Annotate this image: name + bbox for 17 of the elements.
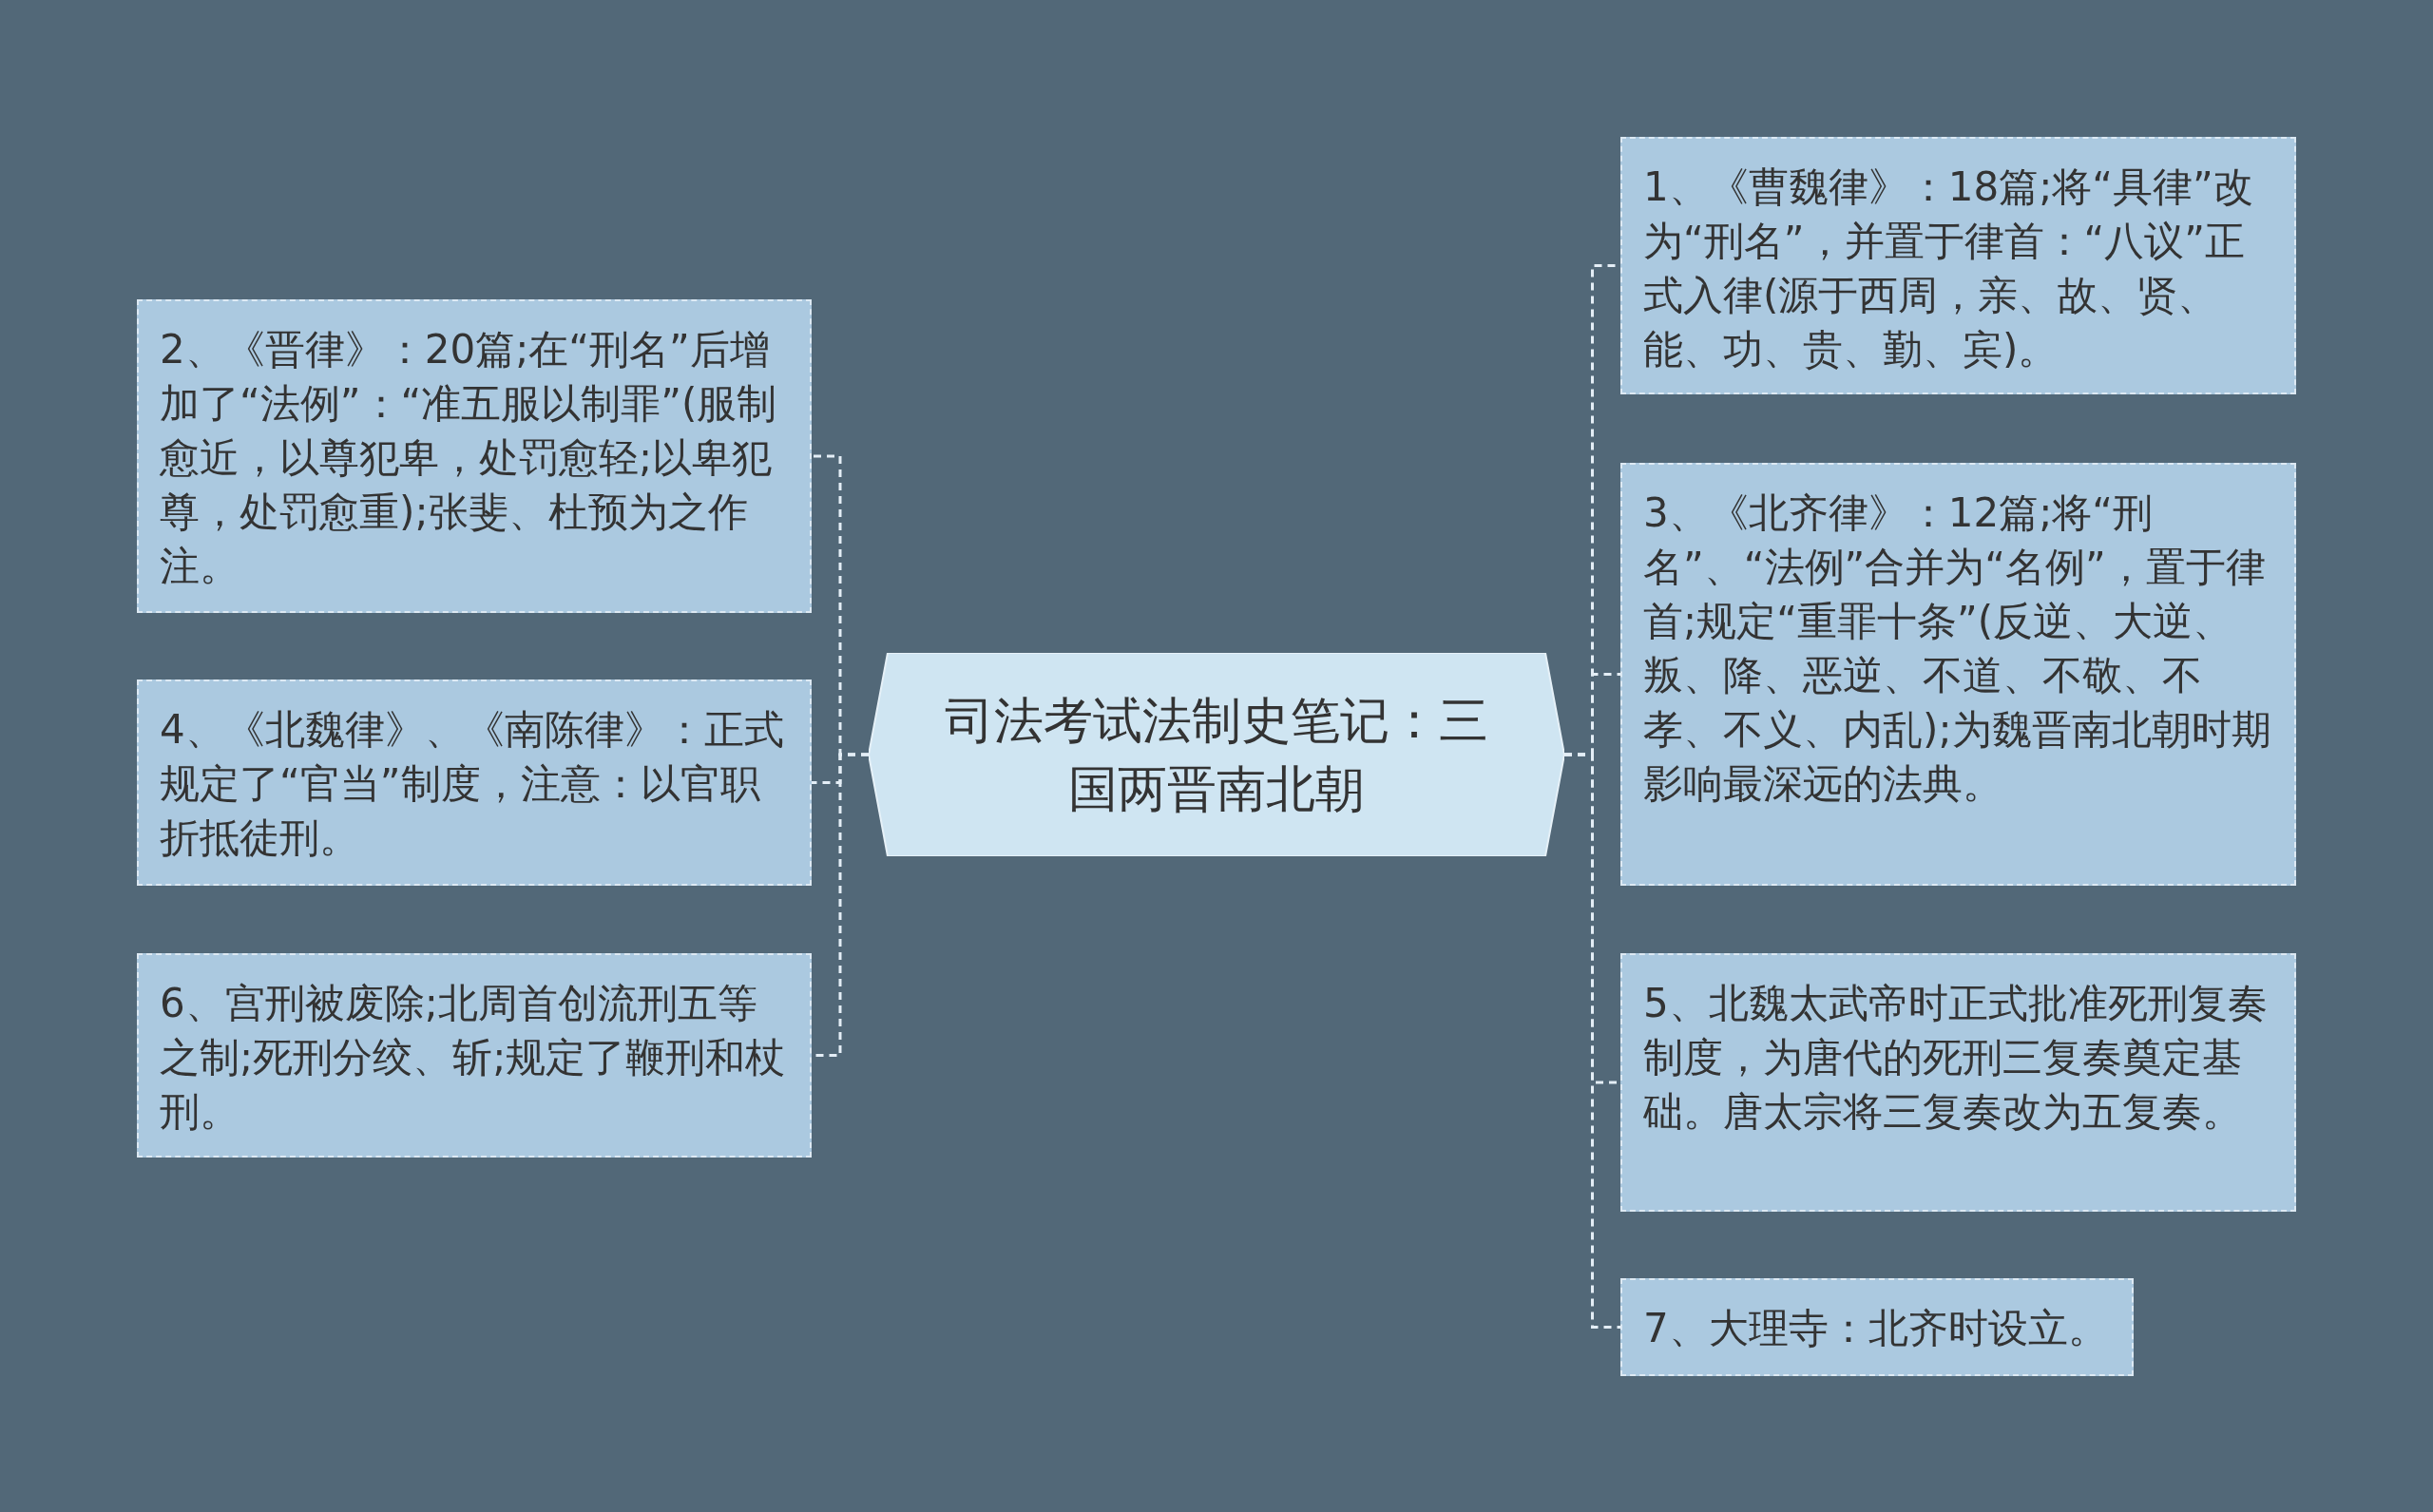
note-box (137, 679, 812, 886)
note-box (1620, 1278, 2134, 1376)
note-text: 2、《晋律》：20篇;在“刑名”后增加了“法例”：“准五服以制罪”(服制愈近，以尊犯卑，处罚愈轻;以卑犯尊，处罚愈重);张斐、杜预为之作注。 (160, 325, 778, 591)
note-box (1620, 463, 2296, 886)
central-topic-hexagon (869, 653, 1564, 856)
note-text: 3、《北齐律》：12篇;将“刑名”、“法例”合并为“名例”，置于律首;规定“重罪十条”(反逆、大逆、叛、降、恶逆、不道、不敬、不孝、不义、内乱);为魏晋南北朝时期影响最深远的法典。 (1643, 488, 2272, 809)
note-box (1620, 137, 2296, 394)
note-text: 4、《北魏律》、《南陈律》：正式规定了“官当”制度，注意：以官职折抵徒刑。 (160, 705, 785, 863)
note-text: 5、北魏太武帝时正式批准死刑复奏制度，为唐代的死刑三复奏奠定基础。唐太宗将三复奏改为五复奏。 (1643, 979, 2269, 1137)
topic-title: 司法考试法制史笔记：三国两晋南北朝 (944, 691, 1489, 819)
note-box (137, 299, 812, 613)
note-text: 7、大理寺：北齐时设立。 (1643, 1304, 2109, 1353)
note-text: 1、《曹魏律》：18篇;将“具律”改为“刑名”，并置于律首：“八议”正式入律(源于西周，亲、故、贤、能、功、贵、勤、宾)。 (1643, 163, 2254, 374)
note-text: 6、宫刑被废除;北周首创流刑五等之制;死刑分绞、斩;规定了鞭刑和杖刑。 (160, 979, 787, 1137)
connector-line (1564, 753, 1620, 1329)
note-box (1620, 953, 2296, 1212)
note-box (137, 953, 812, 1158)
